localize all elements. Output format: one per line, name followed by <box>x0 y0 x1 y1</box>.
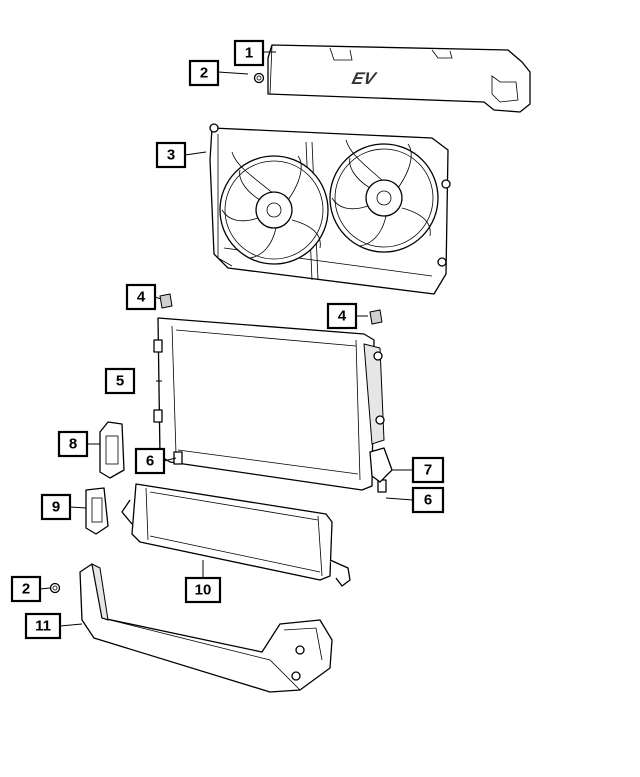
svg-text:4: 4 <box>137 289 146 306</box>
callout-7: 7 <box>411 456 445 484</box>
svg-text:1: 1 <box>245 45 253 62</box>
radiator-outlet-bracket <box>369 447 393 483</box>
callout-3: 3 <box>155 141 187 169</box>
svg-text:11: 11 <box>35 618 51 635</box>
svg-text:9: 9 <box>52 499 60 516</box>
callout-10: 10 <box>184 576 222 604</box>
callout-1: 1 <box>233 39 265 67</box>
lower-air-deflector <box>79 563 333 693</box>
callout-4-left: 4 <box>125 283 157 311</box>
upper-air-shield: EV <box>267 44 531 113</box>
callout-2-upper: 2 <box>188 59 220 87</box>
callout-2-lower: 2 <box>10 575 42 603</box>
svg-text:6: 6 <box>424 492 432 509</box>
fan-shroud-assembly <box>209 123 451 295</box>
leader-lines <box>39 51 414 627</box>
shield-ev-text: EV <box>350 68 379 88</box>
callout-5: 5 <box>104 367 136 395</box>
left-fan <box>219 151 329 265</box>
svg-text:5: 5 <box>116 373 124 390</box>
right-fan <box>329 139 439 253</box>
isolator-left <box>159 293 173 309</box>
isolator-right <box>369 309 383 325</box>
svg-text:8: 8 <box>69 436 77 453</box>
callout-4-right: 4 <box>326 302 358 330</box>
svg-text:2: 2 <box>22 581 30 598</box>
svg-text:2: 2 <box>200 65 208 82</box>
svg-text:4: 4 <box>338 308 347 325</box>
callout-8: 8 <box>57 430 89 458</box>
svg-text:7: 7 <box>424 462 432 479</box>
callout-6-right: 6 <box>411 486 445 514</box>
callout-11: 11 <box>24 612 62 640</box>
auxiliary-cooler <box>121 483 351 587</box>
push-pin-upper <box>253 72 265 84</box>
mounting-bracket-lower <box>85 487 109 535</box>
radiator <box>153 317 385 491</box>
svg-text:10: 10 <box>195 582 212 599</box>
svg-text:3: 3 <box>167 147 175 164</box>
callout-9: 9 <box>40 493 72 521</box>
svg-text:6: 6 <box>146 453 154 470</box>
callout-6-left: 6 <box>134 447 166 475</box>
mounting-bracket-upper <box>99 421 125 479</box>
push-pin-lower <box>49 582 61 594</box>
